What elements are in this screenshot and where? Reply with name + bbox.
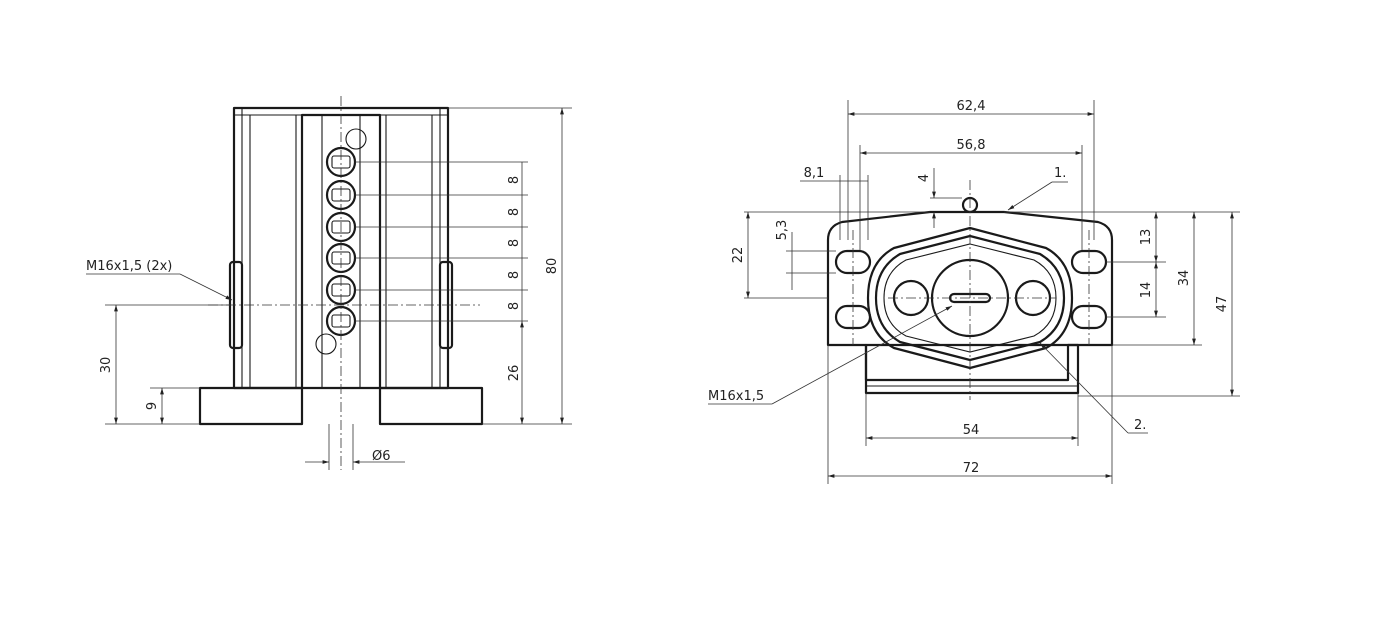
- dim-thread-height: 30: [99, 357, 114, 374]
- callout-1: 1.: [1054, 166, 1066, 181]
- dim-14: 14: [1139, 282, 1154, 299]
- dim-pitch-1: 8: [507, 176, 522, 184]
- dim-cap: 4: [917, 174, 932, 182]
- dim-height-22: 22: [731, 247, 746, 264]
- side-view: M16x1,5 (2x) 8 8 8 8 8 26 80 30 9 Ø6: [86, 96, 572, 470]
- dim-width-outer: 62,4: [957, 99, 986, 114]
- dim-47: 47: [1215, 296, 1230, 313]
- dim-base-72: 72: [963, 461, 980, 476]
- callout-2: 2.: [1134, 418, 1146, 433]
- dim-pitch-4: 8: [507, 271, 522, 279]
- dim-height: 80: [545, 258, 560, 275]
- base-plinth: [864, 343, 1080, 395]
- thread-label-left: M16x1,5 (2x): [86, 259, 172, 274]
- dim-base-offset: 26: [507, 365, 522, 382]
- dim-flange: 9: [145, 402, 160, 410]
- dim-base-54: 54: [963, 423, 980, 438]
- flange-base: [198, 386, 304, 426]
- dim-pitch-2: 8: [507, 208, 522, 216]
- dim-hole: Ø6: [372, 449, 391, 464]
- mounting-hole-bottom: [315, 333, 337, 355]
- dim-slot: 5,3: [775, 220, 790, 241]
- dim-width-inner: 56,8: [957, 138, 986, 153]
- dim-13: 13: [1139, 229, 1154, 246]
- dim-34: 34: [1177, 270, 1192, 287]
- dim-offset: 8,1: [804, 166, 825, 181]
- thread-label-right: M16x1,5: [708, 389, 764, 404]
- front-view: 62,4 56,8 8,1 4 1. 2. 5,3 22 13 14 34 47…: [708, 99, 1240, 484]
- mounting-hole-top: [345, 128, 367, 150]
- dim-pitch-3: 8: [507, 239, 522, 247]
- dim-pitch-5: 8: [507, 302, 522, 310]
